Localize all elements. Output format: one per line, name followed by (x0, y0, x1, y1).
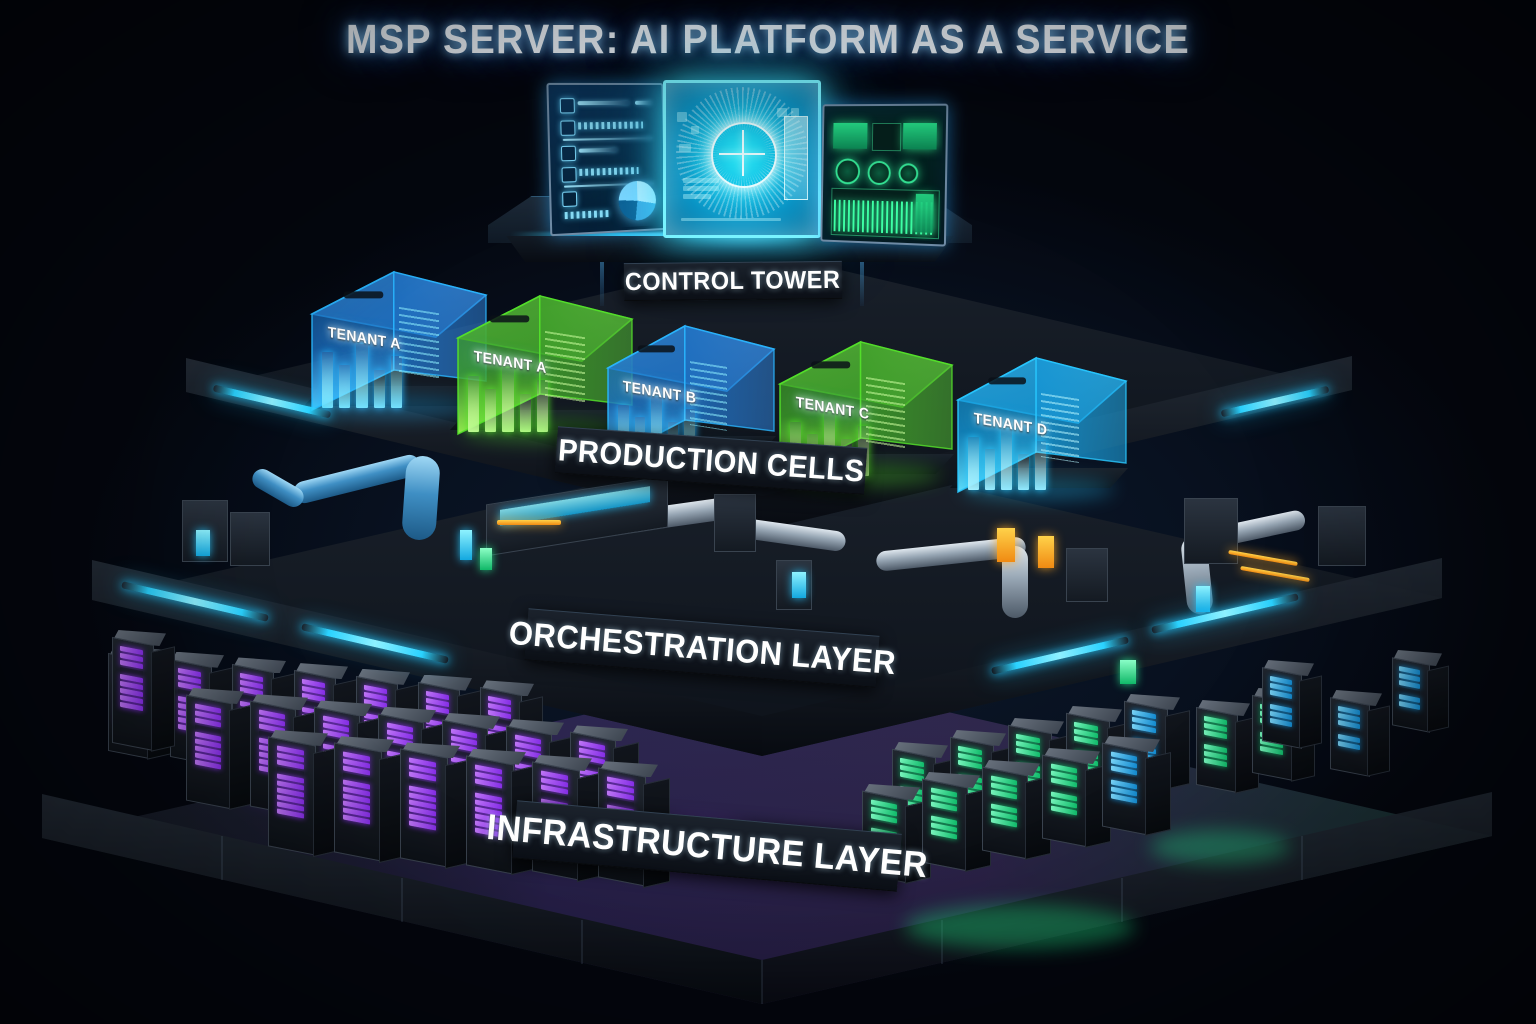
gpu-rack (1102, 736, 1171, 837)
tenant-side-readout (545, 330, 585, 405)
status-light-cyan (792, 572, 806, 598)
gauge-icon (560, 145, 577, 162)
rack-led-array (1111, 751, 1137, 822)
server-rack (1392, 650, 1449, 734)
gauge-dial (867, 160, 891, 186)
list-row (578, 147, 618, 153)
preview-tile (833, 122, 868, 149)
data-grid-cell (691, 126, 699, 134)
data-grid-cell (683, 178, 719, 183)
gauge-icon (559, 98, 575, 114)
rack-led-array (1204, 715, 1227, 780)
server-rack (186, 688, 255, 811)
server-rack (112, 630, 175, 752)
orchestration-module (230, 512, 270, 566)
side-meter (784, 116, 808, 200)
status-light-cyan (460, 530, 472, 560)
rack-led-array (343, 751, 370, 849)
floor-glow-green (905, 905, 1135, 949)
status-list-panel-content (552, 88, 663, 231)
divider (562, 137, 653, 141)
rack-led-array (991, 775, 1017, 846)
status-light-cyan (1196, 586, 1210, 612)
chart-icon (560, 120, 576, 136)
footer-bar (681, 218, 781, 221)
data-bar (564, 209, 612, 220)
gauge-dial (898, 163, 919, 184)
gpu-rack (1042, 748, 1111, 849)
rack-led-array (120, 645, 143, 738)
status-light-cyan (196, 530, 210, 556)
data-grid-cell (679, 144, 691, 152)
level-meter (915, 193, 934, 233)
orchestration-module (714, 494, 756, 552)
gpu-rack (1196, 700, 1259, 794)
status-light-amber (997, 528, 1015, 562)
rack-side (151, 645, 175, 752)
rack-led-array (195, 703, 221, 796)
pie-chart (618, 180, 657, 222)
preview-tile (902, 123, 937, 150)
rack-side (1367, 705, 1390, 777)
floor-glow-green (1150, 830, 1290, 864)
data-bar (579, 167, 639, 176)
status-list-panel[interactable] (546, 82, 667, 237)
tenant-cell[interactable]: TENANT D (950, 356, 1144, 510)
coolant-pipe-down (401, 454, 441, 542)
rack-led-array (1399, 665, 1420, 720)
tenant-under-glow (962, 478, 1114, 500)
status-light-green (1120, 660, 1136, 684)
chart-icon (562, 191, 578, 208)
radar-globe-content (669, 86, 815, 232)
rack-led-array (931, 787, 957, 858)
rack-side (1145, 752, 1171, 837)
server-rack (1330, 690, 1390, 778)
orchestration-module (1318, 506, 1366, 566)
orchestration-module (1066, 548, 1108, 602)
server-rack (1262, 660, 1322, 750)
gpu-rack (982, 760, 1051, 861)
chart-icon (561, 166, 577, 183)
data-grid-cell (677, 112, 687, 122)
server-rack (334, 736, 406, 864)
analytics-panel[interactable] (820, 103, 949, 247)
gpu-rack (922, 772, 991, 873)
list-row (577, 100, 630, 106)
radar-globe-panel[interactable] (663, 80, 821, 238)
gauge-dial (835, 158, 861, 185)
analytics-panel-content (825, 109, 943, 242)
crosshair-vertical (742, 130, 744, 177)
data-grid-cell (683, 194, 711, 199)
radar-target-ring (711, 122, 777, 189)
rack-led-array (277, 745, 304, 842)
rack-led-array (1338, 705, 1360, 764)
rack-led-array (1270, 675, 1292, 736)
tenant-side-readout (865, 376, 905, 449)
preview-tile-dark (871, 122, 902, 152)
server-rack (268, 730, 340, 857)
rack-side (1427, 665, 1449, 733)
data-bar (578, 121, 644, 130)
tenant-side-readout (399, 306, 439, 381)
status-light-green (480, 548, 492, 570)
server-rack (400, 742, 472, 870)
indicator-strip-amber (497, 520, 561, 525)
layer-label-control-tower: CONTROL TOWER (623, 260, 843, 302)
rack-side (1299, 675, 1322, 749)
data-grid-cell (683, 186, 719, 191)
tenant-under-glow (316, 396, 474, 418)
list-row (634, 100, 652, 105)
status-light-amber (1038, 536, 1054, 568)
rack-led-array (1051, 763, 1077, 834)
rack-led-array (409, 757, 436, 855)
